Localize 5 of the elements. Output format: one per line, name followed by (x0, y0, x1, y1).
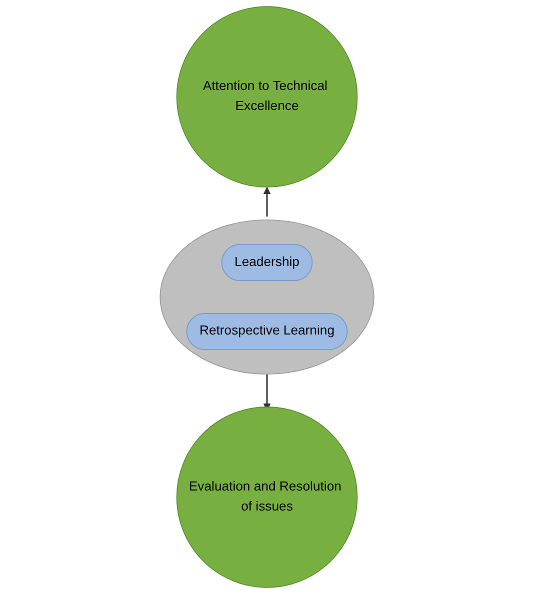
ellipse-node: Leadership (221, 244, 313, 281)
ellipse-node: Retrospective Learning (186, 313, 348, 350)
arrow (263, 187, 271, 217)
circle-node: Attention to Technical Excellence (176, 6, 358, 188)
circle-node: Evaluation and Resolution of issues (176, 406, 358, 588)
